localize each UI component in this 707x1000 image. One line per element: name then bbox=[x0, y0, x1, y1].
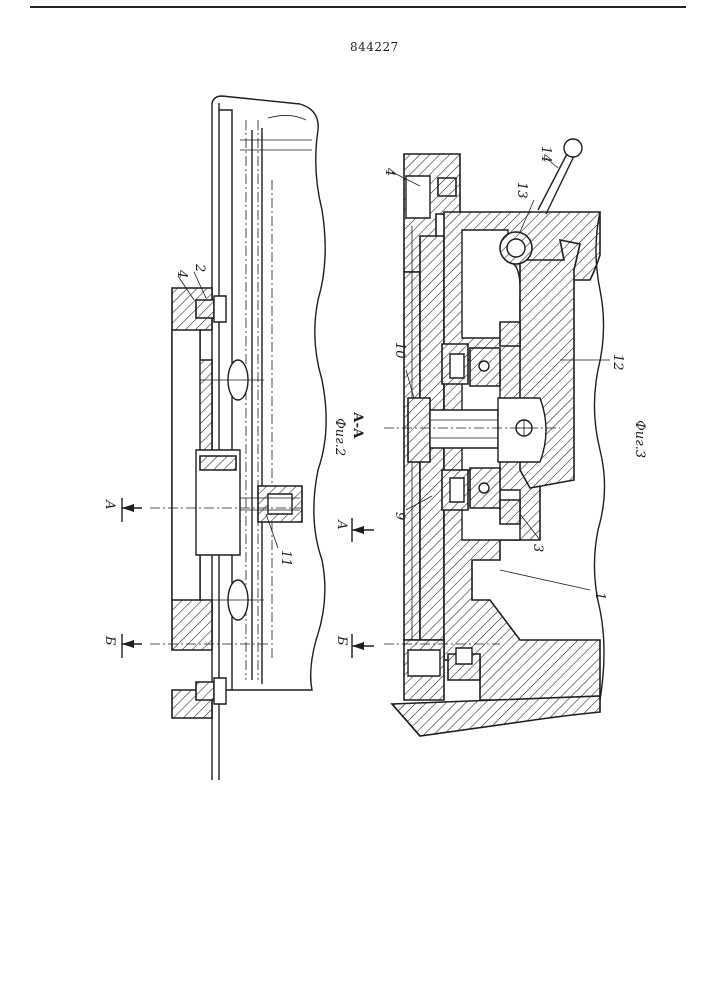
fig3-label-1: 1 bbox=[592, 592, 607, 600]
figure-3 bbox=[352, 139, 610, 736]
fig2-marker-b: Б bbox=[102, 635, 117, 646]
fig2-marker-a: А bbox=[102, 499, 117, 510]
figure-2 bbox=[122, 96, 326, 780]
fig3-label-13: 13 bbox=[514, 182, 529, 199]
fig2-section-label: А-А bbox=[350, 412, 365, 439]
fig3-label-9: 9 bbox=[392, 512, 407, 520]
fig3-label-14: 14 bbox=[538, 146, 553, 163]
fig3-caption: Фиг.3 bbox=[632, 420, 647, 458]
fig3-label-10: 10 bbox=[392, 342, 407, 359]
fig3-label-12: 12 bbox=[610, 354, 625, 371]
fig3-marker-a: А bbox=[334, 519, 349, 530]
fig2-label-4: 4 bbox=[174, 269, 189, 278]
fig2-label-2: 2 bbox=[192, 263, 207, 272]
fig2-caption: Фиг.2 bbox=[332, 418, 347, 456]
fig3-label-3: 3 bbox=[530, 544, 545, 552]
fig3-label-4: 4 bbox=[382, 167, 397, 176]
fig2-label-11: 11 bbox=[278, 550, 293, 567]
fig3-marker-b: Б bbox=[334, 635, 349, 646]
